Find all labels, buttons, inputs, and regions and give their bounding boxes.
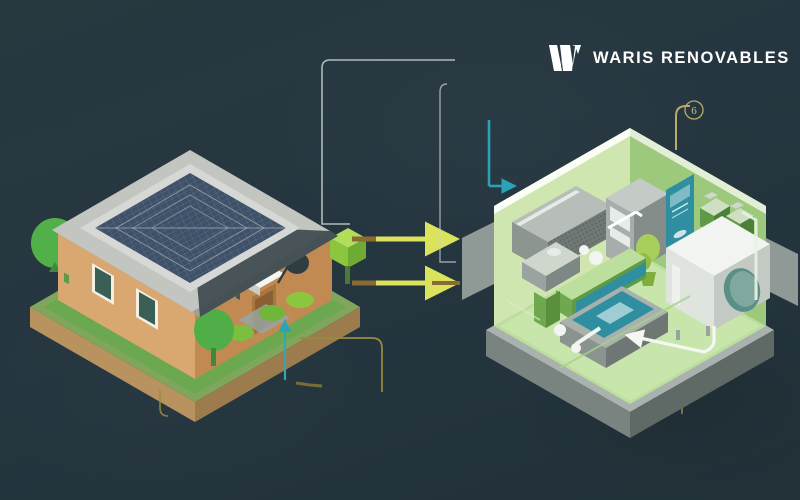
grey-routing-line-2	[439, 83, 456, 263]
house-windows	[64, 263, 158, 330]
solar-panel-array	[95, 173, 286, 283]
workbench	[522, 242, 580, 328]
solar-house	[30, 150, 366, 422]
floor-flow-arrow	[624, 326, 716, 354]
teal-arrow-down	[487, 120, 517, 194]
olive-leader-left	[159, 390, 169, 417]
callout-6-number: 6	[691, 105, 697, 117]
equipment-room	[462, 128, 798, 438]
front-equipment	[560, 286, 668, 368]
olive-leader-house	[295, 381, 323, 388]
brand-name: WARIS RENOVABLES	[593, 48, 790, 67]
grey-routing-line	[321, 59, 455, 225]
waris-w-mark-icon	[549, 45, 581, 71]
wall-tab-left	[462, 222, 494, 300]
pipes-and-valves	[554, 210, 758, 353]
front-tree	[194, 309, 234, 366]
brand-logo: WARIS RENOVABLES	[548, 38, 790, 78]
house-roof	[52, 150, 338, 317]
olive-routing-line	[300, 337, 383, 392]
boxy-tree	[330, 228, 366, 284]
wall-tab-right	[766, 238, 798, 306]
callout-6: 6	[675, 100, 704, 150]
